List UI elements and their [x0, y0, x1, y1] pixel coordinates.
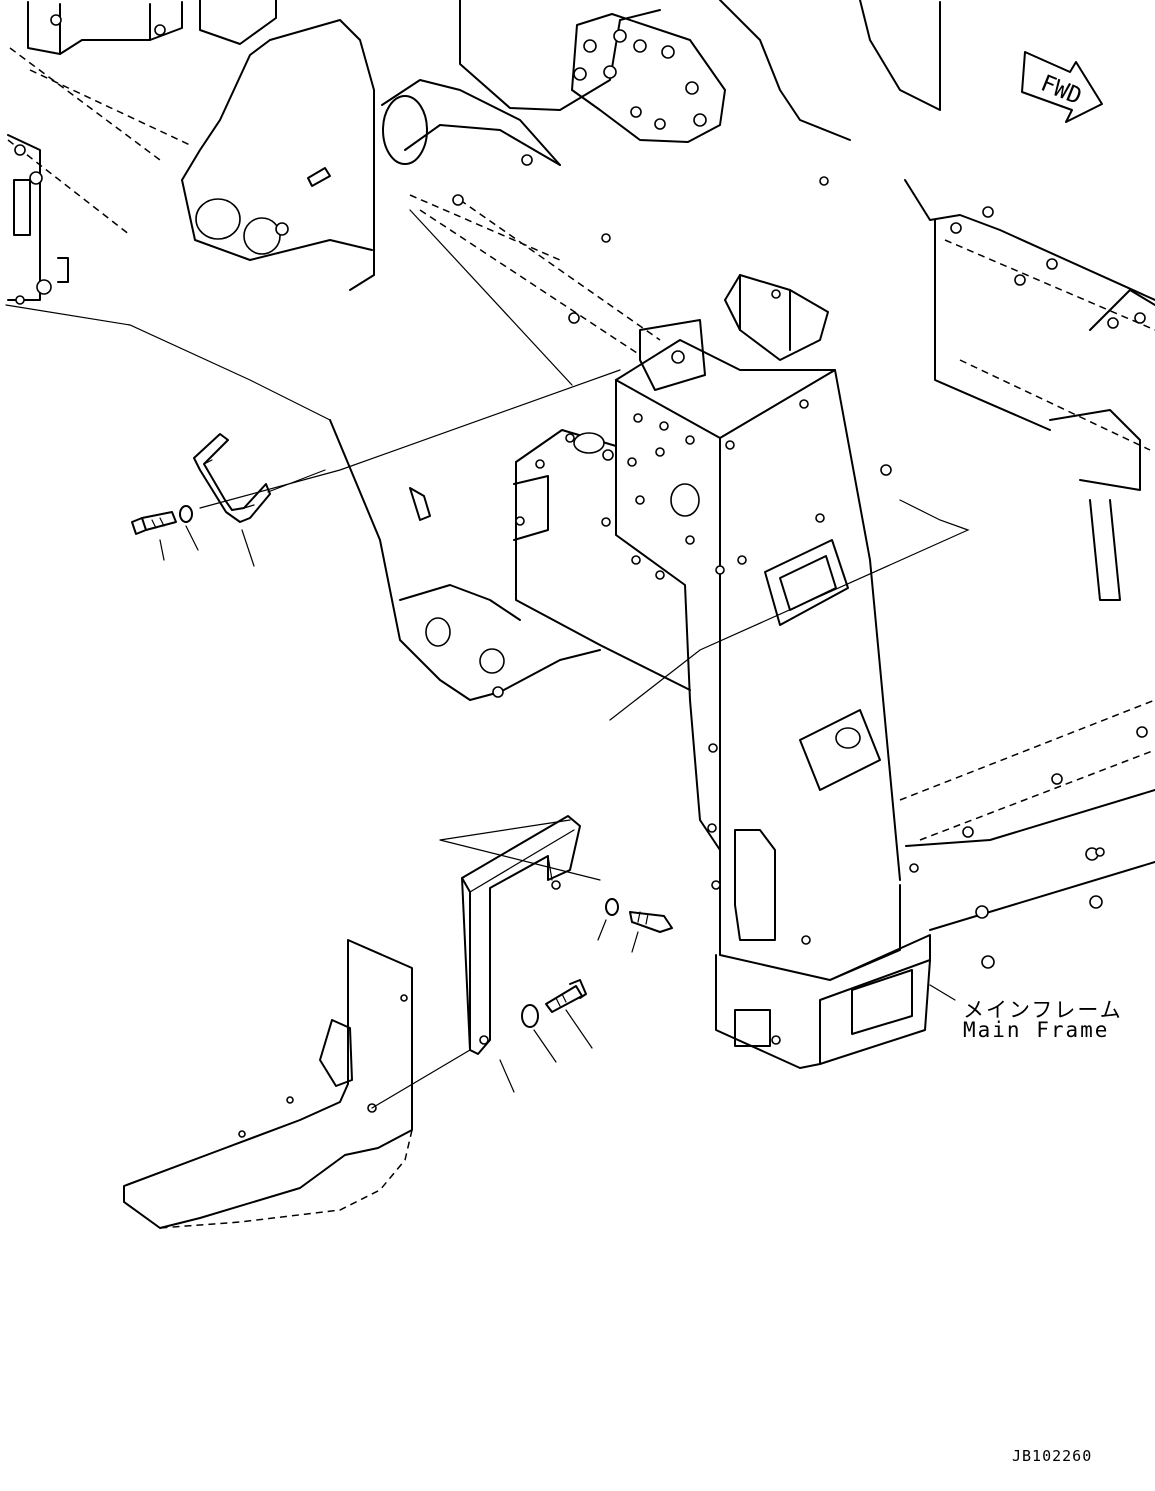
main-frame-drawing: [5, 0, 1155, 1069]
leader-line: [159, 525, 255, 567]
bolt-icon: [545, 979, 587, 1013]
main-frame-label-english: Main Frame: [963, 1018, 1110, 1042]
washer-icon: [605, 898, 619, 916]
frame-leader-line: [929, 984, 956, 1001]
leader-line: [499, 919, 639, 1093]
leader-line: [267, 469, 326, 493]
document-code: JB102260: [1012, 1447, 1093, 1465]
bolt-icon: [131, 511, 177, 535]
washer-icon: [179, 505, 193, 523]
fwd-arrow-icon: FWD: [1021, 51, 1103, 123]
guard-plate-part: [439, 499, 970, 1055]
main-frame-label-japanese: メインフレーム: [963, 998, 1123, 1022]
bolt-icon: [629, 911, 673, 933]
washer-icon: [521, 1004, 539, 1028]
fwd-arrow-label: FWD: [1037, 70, 1085, 110]
handrail-part: [193, 369, 621, 523]
side-cover-part: [123, 939, 471, 1229]
